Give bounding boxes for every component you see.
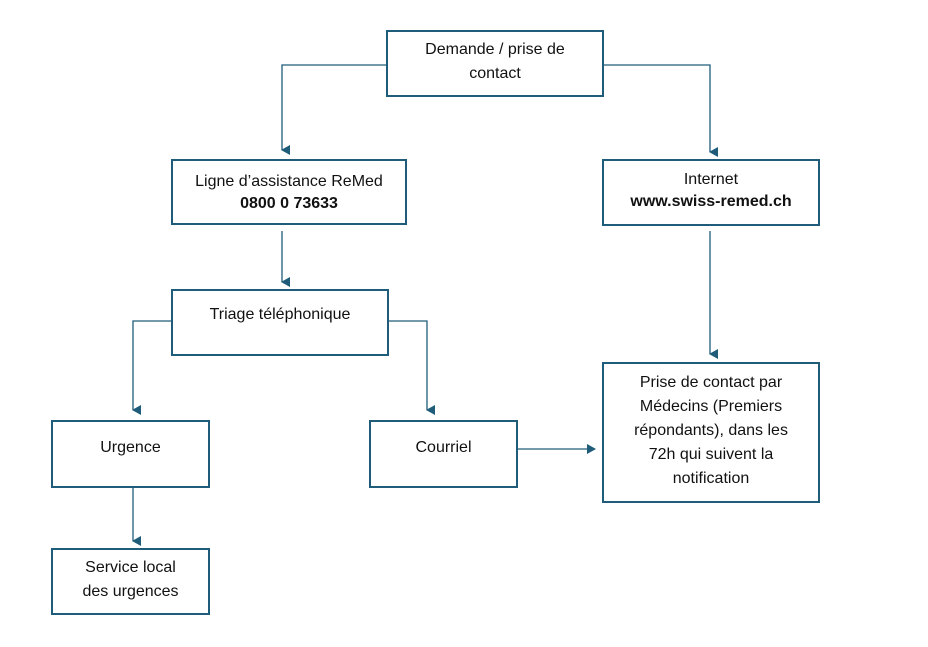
- arrow-demande-to-internet: [603, 64, 718, 157]
- node-service-line-2: des urgences: [82, 583, 179, 600]
- node-demande-line-2: contact: [469, 65, 521, 82]
- node-prise-line-4: 72h qui suivent la: [648, 446, 774, 463]
- node-service-local: Service local des urgences: [51, 548, 210, 615]
- node-urgence: Urgence: [51, 420, 210, 488]
- node-demande: Demande / prise de contact: [386, 30, 604, 97]
- node-prise-line-5: notification: [672, 470, 750, 487]
- node-internet-title: Internet: [683, 171, 739, 188]
- arrow-demande-to-ligne: [281, 64, 387, 155]
- node-triage: Triage téléphonique: [171, 289, 389, 356]
- node-ligne-title: Ligne d’assistance ReMed: [195, 173, 383, 190]
- node-triage-label: Triage téléphonique: [209, 306, 351, 323]
- node-demande-line-1: Demande / prise de: [425, 41, 565, 58]
- arrow-triage-to-courriel: [388, 320, 435, 415]
- node-prise-line-1: Prise de contact par: [639, 374, 783, 391]
- node-internet-url: www.swiss-remed.ch: [630, 193, 792, 210]
- node-ligne-assistance: Ligne d’assistance ReMed 0800 0 73633: [171, 159, 407, 225]
- node-service-line-1: Service local: [85, 559, 176, 576]
- node-ligne-phone: 0800 0 73633: [240, 195, 338, 212]
- node-internet: Internet www.swiss-remed.ch: [602, 159, 820, 226]
- node-prise-line-3: répondants), dans les: [634, 422, 788, 439]
- node-courriel: Courriel: [369, 420, 518, 488]
- node-courriel-label: Courriel: [415, 439, 472, 456]
- node-urgence-label: Urgence: [100, 439, 161, 456]
- arrow-triage-to-urgence: [132, 320, 172, 415]
- node-prise-line-2: Médecins (Premiers: [639, 398, 783, 415]
- node-prise-de-contact: Prise de contact par Médecins (Premiers …: [602, 362, 820, 503]
